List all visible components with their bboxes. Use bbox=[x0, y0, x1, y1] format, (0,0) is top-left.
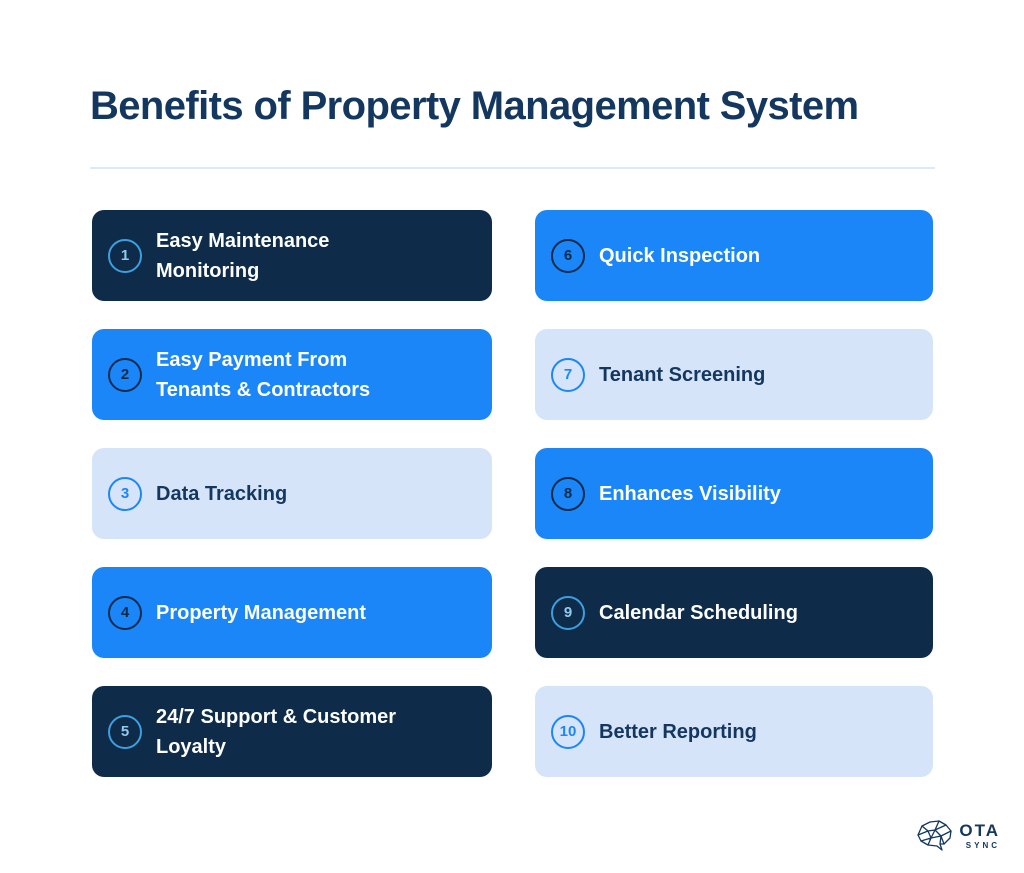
benefit-card-7: 7 Tenant Screening bbox=[535, 329, 933, 420]
benefit-label-4: Property Management bbox=[156, 601, 367, 624]
benefit-label-3: Data Tracking bbox=[156, 482, 288, 505]
benefit-label-6: Quick Inspection bbox=[599, 244, 761, 267]
number-badge-7: 7 bbox=[551, 357, 585, 392]
benefit-card-9: 9 Calendar Scheduling bbox=[535, 567, 933, 658]
benefit-card-1: 1 Easy Maintenance Monitoring bbox=[92, 210, 492, 301]
brain-network-icon bbox=[913, 817, 953, 855]
number-badge-10: 10 bbox=[551, 714, 585, 749]
benefits-grid: 1 Easy Maintenance Monitoring 2 Easy Pay… bbox=[92, 210, 933, 777]
benefit-label-10: Better Reporting bbox=[599, 720, 757, 743]
ota-sync-logo: OTA SYNC bbox=[913, 817, 1000, 855]
benefit-card-5: 5 24/7 Support & Customer Loyalty bbox=[92, 686, 492, 777]
number-badge-6: 6 bbox=[551, 238, 585, 273]
benefit-card-2: 2 Easy Payment From Tenants & Contractor… bbox=[92, 329, 492, 420]
benefit-label-1: Easy Maintenance Monitoring bbox=[156, 229, 330, 282]
number-badge-3: 3 bbox=[108, 476, 142, 511]
logo-wordmark: OTA SYNC bbox=[959, 822, 1000, 850]
number-badge-1: 1 bbox=[108, 238, 142, 273]
benefit-label-7: Tenant Screening bbox=[599, 363, 766, 386]
benefit-card-3: 3 Data Tracking bbox=[92, 448, 492, 539]
number-badge-8: 8 bbox=[551, 476, 585, 511]
benefit-card-4: 4 Property Management bbox=[92, 567, 492, 658]
page-title: Benefits of Property Management System bbox=[90, 84, 859, 128]
benefit-card-10: 10 Better Reporting bbox=[535, 686, 933, 777]
benefit-label-8: Enhances Visibility bbox=[599, 482, 781, 505]
number-badge-5: 5 bbox=[108, 714, 142, 749]
benefit-label-2: Easy Payment From Tenants & Contractors bbox=[156, 348, 371, 401]
number-badge-9: 9 bbox=[551, 595, 585, 630]
logo-subtitle: SYNC bbox=[965, 841, 1000, 850]
benefit-card-6: 6 Quick Inspection bbox=[535, 210, 933, 301]
logo-name: OTA bbox=[959, 821, 1000, 840]
benefit-card-8: 8 Enhances Visibility bbox=[535, 448, 933, 539]
number-badge-2: 2 bbox=[108, 357, 142, 392]
number-badge-4: 4 bbox=[108, 595, 142, 630]
benefit-label-9: Calendar Scheduling bbox=[599, 601, 798, 624]
benefit-label-5: 24/7 Support & Customer Loyalty bbox=[156, 705, 397, 758]
title-divider bbox=[90, 167, 935, 169]
